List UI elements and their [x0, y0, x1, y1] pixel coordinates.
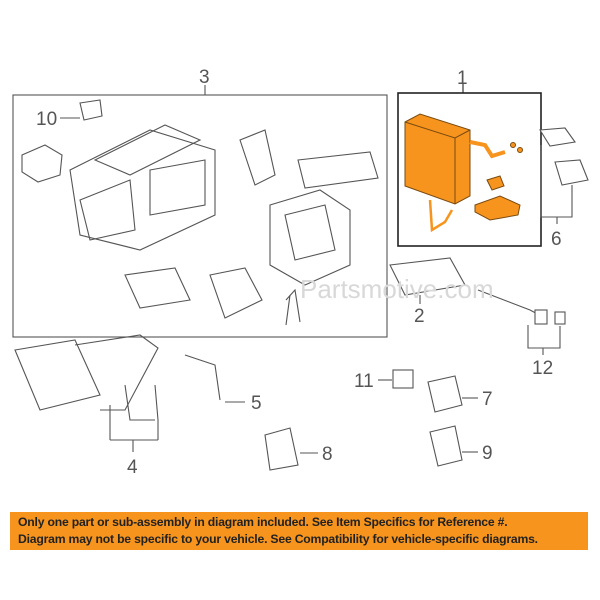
- callout-5: 5: [251, 393, 262, 414]
- callout-8: 8: [322, 444, 333, 465]
- blend-box-icon: [269, 189, 351, 286]
- hvac-unit-icon: [69, 124, 216, 251]
- callout-2: 2: [414, 306, 425, 327]
- evaporator-icon: [404, 113, 523, 233]
- actuator-9-icon: [429, 425, 463, 467]
- actuator-bracket-icon: [124, 267, 191, 309]
- disclaimer-banner: Only one part or sub-assembly in diagram…: [10, 512, 588, 550]
- watermark: Partsmotive.com: [300, 274, 494, 304]
- callout-11: 11: [354, 371, 374, 392]
- filter-icon: [389, 257, 466, 296]
- callout-12: 12: [532, 358, 553, 379]
- linkage-icon: [209, 267, 263, 319]
- actuator-7-icon: [427, 375, 463, 413]
- clip-10-icon: [79, 99, 103, 121]
- assembly-3-frame: [12, 94, 388, 338]
- callout-6: 6: [551, 229, 562, 250]
- rod-icon: [285, 288, 301, 326]
- callout-4: 4: [127, 457, 138, 478]
- callout-1: 1: [457, 68, 468, 89]
- part-11-icon: [392, 369, 414, 389]
- filter-door-icon: [297, 151, 379, 189]
- duct-icon: [239, 129, 276, 186]
- callout-3: 3: [199, 67, 210, 88]
- drain-hose-icon: [184, 354, 221, 401]
- callout-10: 10: [36, 109, 57, 130]
- disclaimer-line-1: Only one part or sub-assembly in diagram…: [18, 515, 508, 529]
- heater-core-icon: [14, 339, 101, 411]
- callout-7: 7: [482, 389, 493, 410]
- bracket-6b-icon: [554, 159, 589, 186]
- actuator-8-icon: [264, 427, 299, 471]
- disclaimer-line-2: Diagram may not be specific to your vehi…: [18, 532, 538, 546]
- bracket-6a-icon: [539, 127, 576, 147]
- callout-9: 9: [482, 443, 493, 464]
- blower-motor-icon: [21, 144, 63, 183]
